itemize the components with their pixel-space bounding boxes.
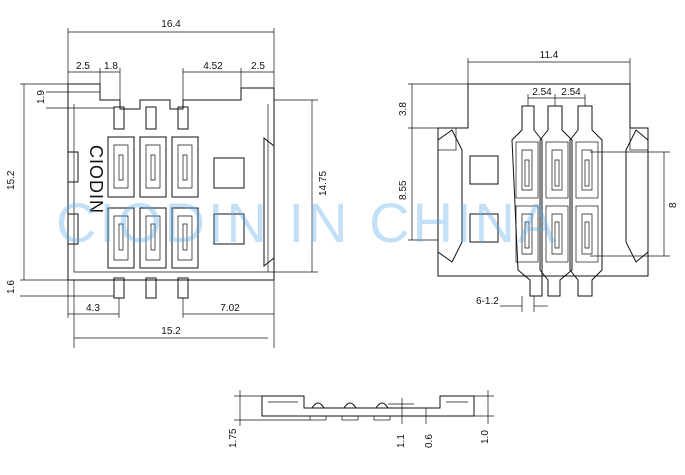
dim-side-pin-height: 1.1 [396, 434, 407, 448]
side-pin-3 [375, 402, 389, 409]
contact-spring-4 [113, 215, 129, 261]
dim-top-pad: 3.8 [398, 102, 409, 116]
dim-top-gap: 1.9 [36, 90, 47, 104]
right-latch [263, 136, 275, 268]
side-pin-2 [343, 402, 357, 409]
dim-pin-offset: 1.8 [104, 61, 118, 72]
contact-frame-2 [139, 136, 167, 198]
footprint-left-latch [437, 129, 463, 263]
contact-frame-5 [139, 207, 167, 269]
footprint-cell-6 [575, 205, 599, 263]
footprint-spring-5 [551, 213, 563, 255]
dim-bottom-width: 15.2 [161, 326, 181, 337]
top-pin-3 [177, 106, 189, 130]
contact-frame-1 [107, 136, 135, 198]
top-pin-1 [113, 106, 125, 130]
contact-spring-1 [113, 144, 129, 189]
bottom-pin-1 [113, 277, 125, 299]
footprint-right-latch [625, 129, 649, 263]
side-pin-1 [311, 402, 325, 409]
footprint-outline [437, 83, 649, 277]
footprint-corner-tl [437, 127, 457, 151]
left-latch-upper [67, 151, 79, 183]
dim-pitch-1: 2.54 [532, 87, 552, 98]
dim-pitch-2: 2.54 [561, 87, 581, 98]
footprint-view: 11.4 2.54 2.54 3.8 8.55 8 6-1.2 [398, 50, 679, 312]
side-foot-1 [309, 415, 327, 421]
contact-frame-6 [171, 207, 199, 269]
dim-overall-width: 16.4 [161, 19, 181, 30]
dim-row-span: 8.55 [398, 180, 409, 200]
dim-side-pin-drop: 0.6 [424, 434, 435, 448]
dim-left-offset: 2.5 [76, 61, 90, 72]
dim-right-offset: 4.52 [203, 61, 223, 72]
footprint-spring-3 [581, 149, 593, 191]
dim-bottom-right: 7.02 [220, 303, 240, 314]
dim-side-total-height: 1.75 [228, 428, 239, 448]
footprint-cell-2 [545, 141, 569, 199]
front-inner-outline [73, 104, 269, 273]
contact-spring-2 [145, 144, 161, 189]
dim-pad-span: 8 [668, 202, 679, 208]
contact-frame-4 [107, 207, 135, 269]
footprint-pad-left-upper [469, 155, 499, 185]
left-latch-lower [67, 213, 79, 245]
side-foot-3 [373, 415, 391, 421]
footprint-spring-6 [581, 213, 593, 255]
contact-spring-3 [177, 144, 193, 189]
contact-frame-3 [171, 136, 199, 198]
right-pad-lower [213, 213, 245, 245]
dim-bottom-left: 4.3 [86, 303, 100, 314]
footprint-column-1 [511, 105, 543, 297]
footprint-cell-1 [515, 141, 539, 199]
footprint-cell-4 [515, 205, 539, 263]
bottom-pin-3 [177, 277, 189, 299]
footprint-column-2 [539, 105, 573, 297]
footprint-pad-left-lower [469, 213, 499, 243]
right-pad-upper [213, 157, 245, 189]
side-foot-2 [341, 415, 359, 421]
contact-spring-5 [145, 215, 161, 261]
dim-pad-size: 6-1.2 [476, 296, 499, 307]
footprint-spring-1 [521, 149, 533, 191]
dim-inner-height: 14.75 [318, 171, 329, 196]
side-body [261, 395, 475, 417]
side-view: 1.75 1.1 0.6 1.0 [228, 390, 494, 448]
bottom-pin-2 [145, 277, 157, 299]
footprint-cell-5 [545, 205, 569, 263]
footprint-spring-2 [551, 149, 563, 191]
dim-side-body-height: 1.0 [480, 430, 491, 444]
dim-bottom-gap: 1.6 [6, 280, 17, 294]
footprint-cell-3 [575, 141, 599, 199]
footprint-corner-tr [629, 127, 649, 151]
top-pin-2 [145, 106, 157, 130]
brand-mark: CIODIN [86, 145, 106, 214]
dim-footprint-width: 11.4 [540, 50, 559, 61]
footprint-column-3 [569, 105, 603, 297]
footprint-spring-4 [521, 213, 533, 255]
watermark-text: CIODIN IN CHINA [56, 191, 558, 254]
front-view: CIODIN 16.4 2.5 1.8 4.52 2.5 1.9 15.2 14… [6, 19, 329, 348]
contact-spring-6 [177, 215, 193, 261]
dim-right-edge: 2.5 [251, 61, 265, 72]
dim-height: 15.2 [6, 170, 17, 190]
